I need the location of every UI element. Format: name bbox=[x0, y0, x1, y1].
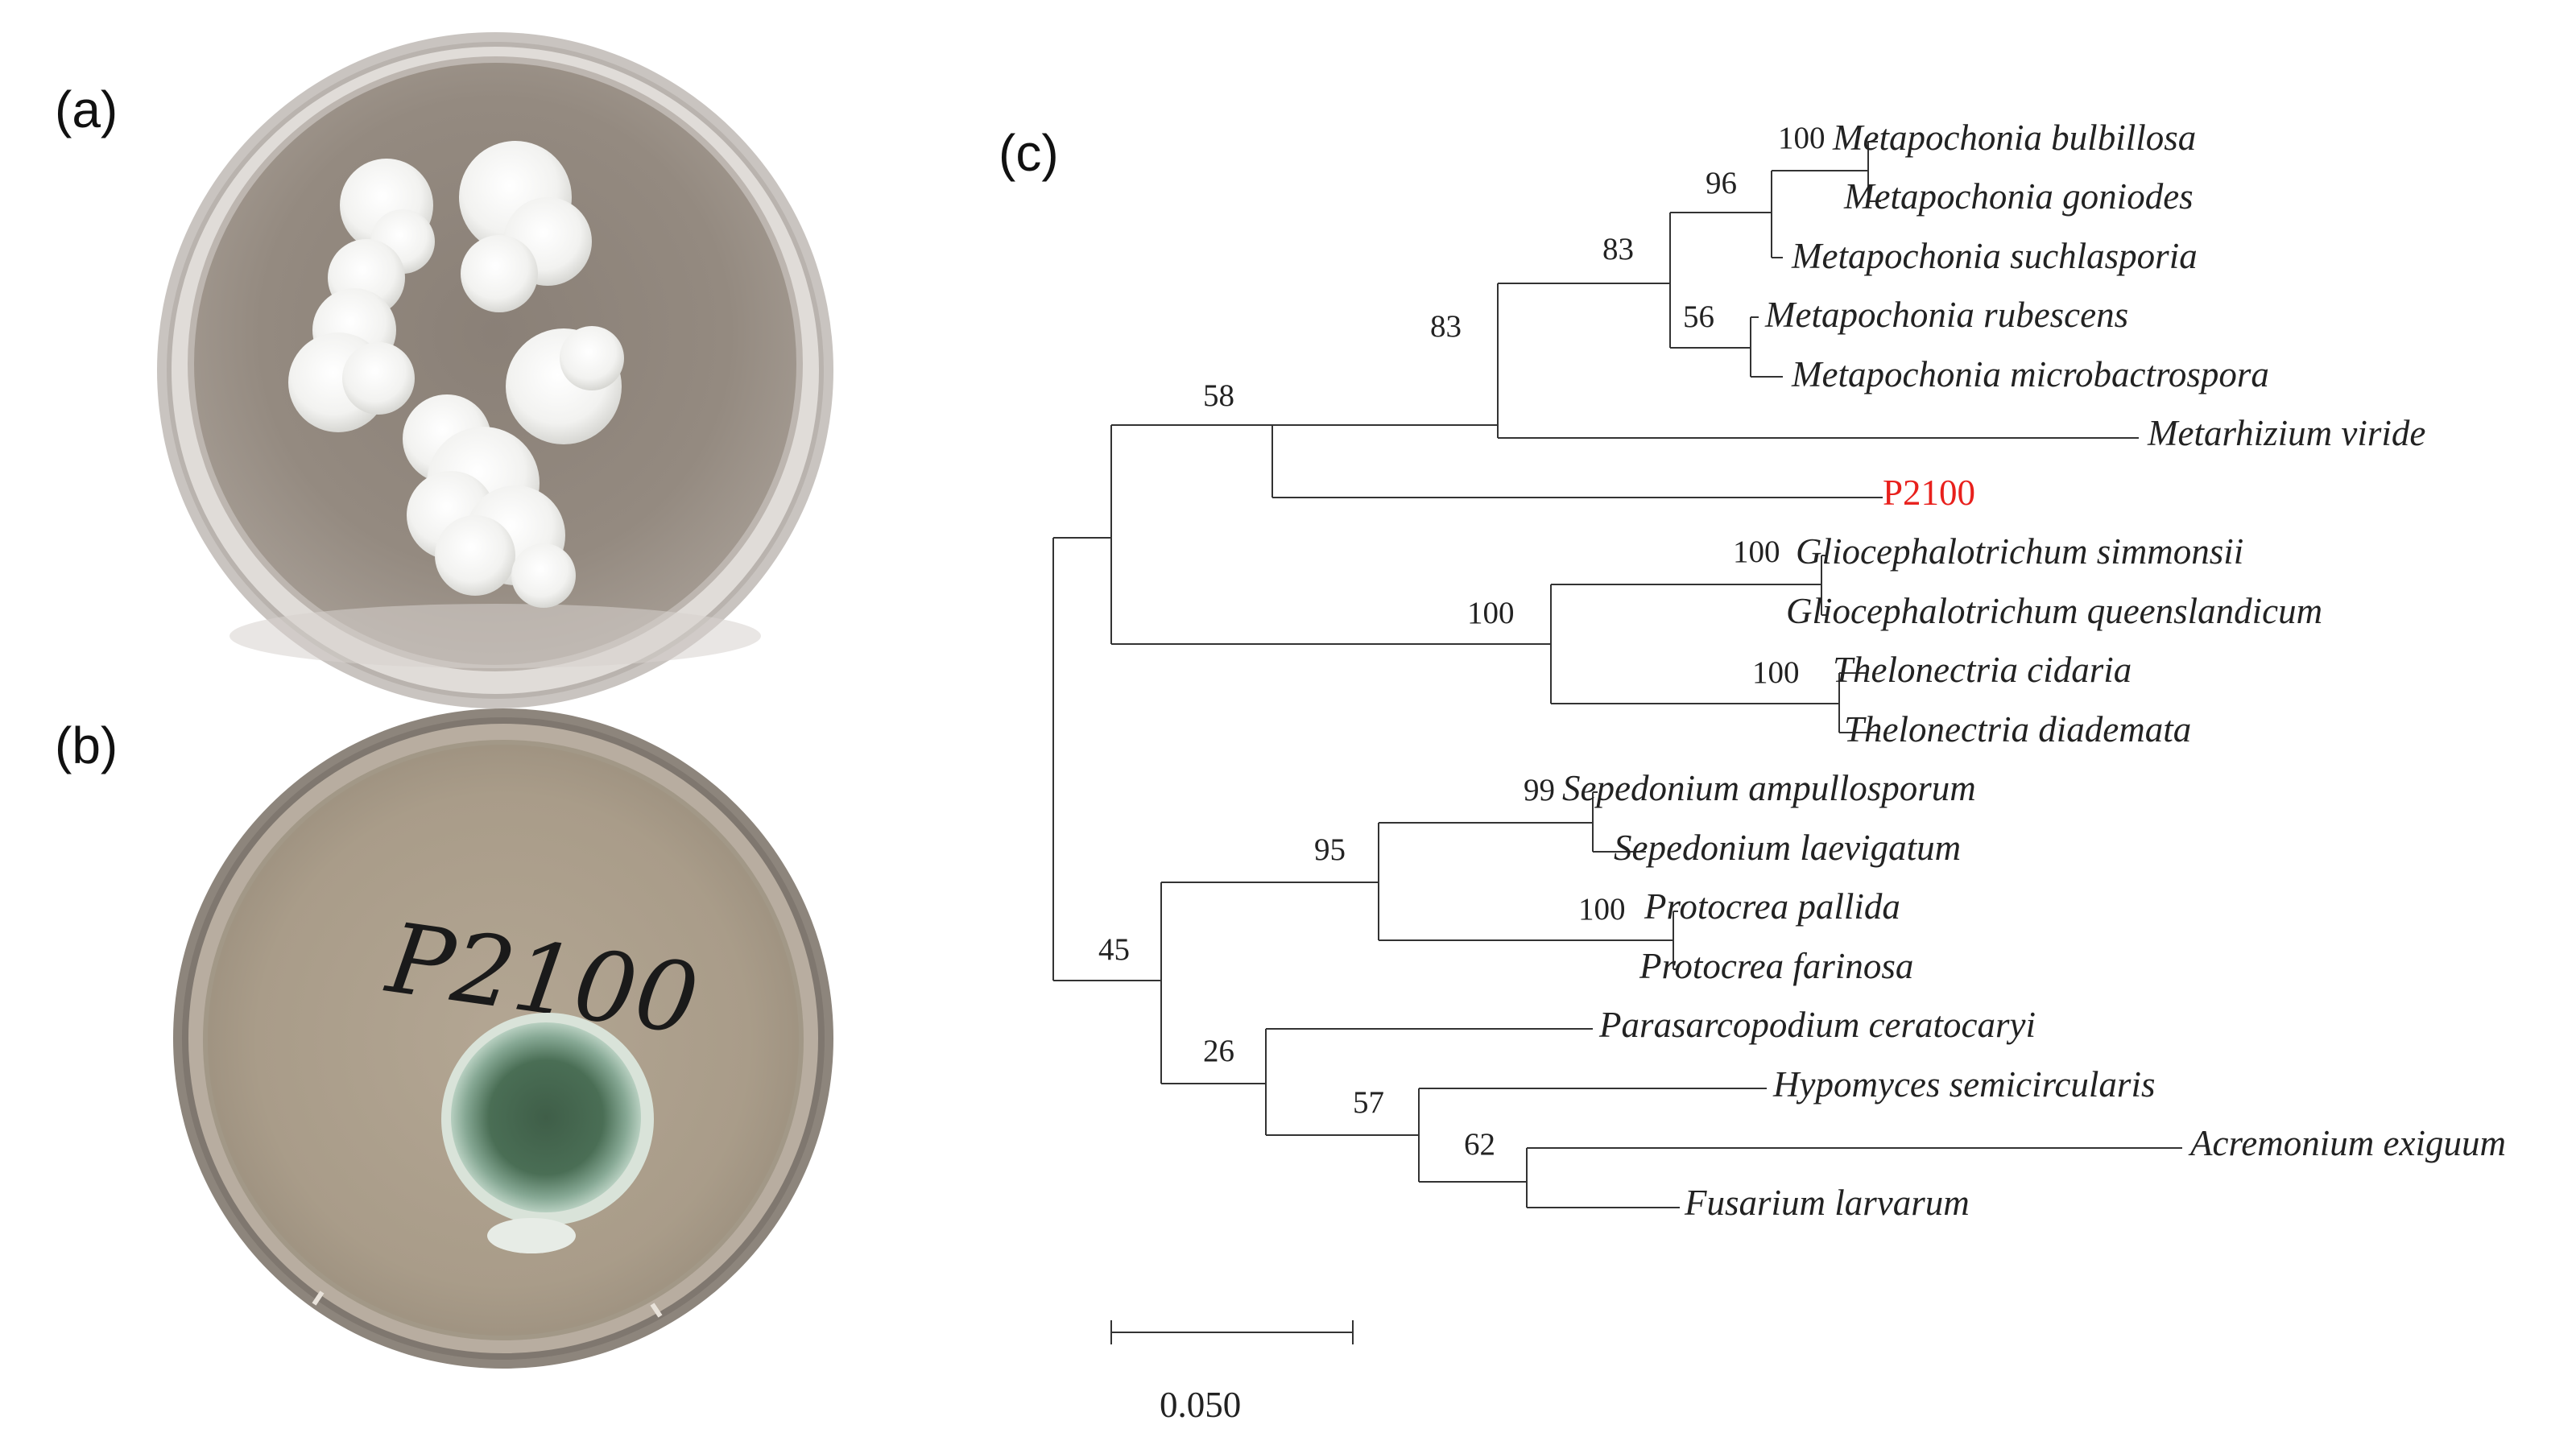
taxon-label: Metapochonia rubescens bbox=[1764, 295, 2128, 335]
tree-tip-labels: Metapochonia bulbillosa Metapochonia gon… bbox=[1562, 118, 2506, 1223]
white-fungal-colonies bbox=[288, 141, 624, 608]
bootstrap-value: 57 bbox=[1353, 1085, 1384, 1120]
panel-label-b: (b) bbox=[55, 716, 118, 774]
panel-label-a: (a) bbox=[55, 81, 118, 138]
bootstrap-value: 56 bbox=[1683, 299, 1714, 334]
bootstrap-values: 100 96 83 56 83 58 100 100 100 99 95 100… bbox=[1098, 121, 1826, 1162]
bootstrap-value: 100 bbox=[1778, 121, 1826, 155]
green-fungal-colony bbox=[441, 1013, 654, 1253]
petri-dish-a bbox=[157, 32, 833, 708]
taxon-label: Metapochonia goniodes bbox=[1843, 176, 2194, 217]
bootstrap-value: 62 bbox=[1464, 1127, 1495, 1162]
taxon-label: Metapochonia suchlasporia bbox=[1791, 236, 2198, 276]
taxon-label: Protocrea farinosa bbox=[1639, 946, 1913, 986]
taxon-label: Thelonectria cidaria bbox=[1833, 650, 2132, 690]
taxon-label: Sepedonium laevigatum bbox=[1614, 828, 1961, 868]
scale-bar: 0.050 bbox=[1110, 1320, 1354, 1425]
bootstrap-value: 83 bbox=[1602, 232, 1634, 266]
bootstrap-value: 99 bbox=[1524, 773, 1555, 807]
taxon-label: Metapochonia bulbillosa bbox=[1832, 118, 2196, 158]
taxon-label: Metarhizium viride bbox=[2147, 413, 2425, 453]
bootstrap-value: 96 bbox=[1706, 166, 1737, 200]
highlighted-taxon-label: P2100 bbox=[1883, 473, 1975, 513]
taxon-label: Protocrea pallida bbox=[1644, 886, 1900, 927]
bootstrap-value: 58 bbox=[1203, 378, 1234, 413]
phylogenetic-tree: Metapochonia bulbillosa Metapochonia gon… bbox=[1052, 118, 2506, 1425]
taxon-label: Parasarcopodium ceratocaryi bbox=[1598, 1005, 2036, 1045]
taxon-label: Fusarium larvarum bbox=[1684, 1183, 1970, 1223]
taxon-label: Metapochonia microbactrospora bbox=[1791, 354, 2269, 394]
bootstrap-value: 100 bbox=[1752, 655, 1800, 690]
bootstrap-value: 100 bbox=[1467, 596, 1515, 630]
tree-branches bbox=[1052, 140, 2182, 1209]
bootstrap-value: 83 bbox=[1430, 309, 1462, 344]
panel-label-c: (c) bbox=[999, 124, 1059, 182]
taxon-label: Thelonectria diademata bbox=[1844, 709, 2191, 749]
scale-bar-label: 0.050 bbox=[1160, 1385, 1241, 1425]
bootstrap-value: 100 bbox=[1578, 892, 1626, 927]
taxon-label: Gliocephalotrichum queenslandicum bbox=[1786, 591, 2322, 631]
bootstrap-value: 45 bbox=[1098, 932, 1130, 967]
bootstrap-value: 95 bbox=[1314, 832, 1346, 867]
taxon-label: Gliocephalotrichum simmonsii bbox=[1796, 531, 2243, 572]
petri-dish-b: P2100 bbox=[173, 708, 833, 1369]
taxon-label: Hypomyces semicircularis bbox=[1772, 1064, 2155, 1105]
taxon-label: Sepedonium ampullosporum bbox=[1562, 768, 1976, 808]
taxon-label: Acremonium exiguum bbox=[2188, 1123, 2506, 1163]
bootstrap-value: 26 bbox=[1203, 1034, 1234, 1068]
bootstrap-value: 100 bbox=[1733, 535, 1780, 569]
